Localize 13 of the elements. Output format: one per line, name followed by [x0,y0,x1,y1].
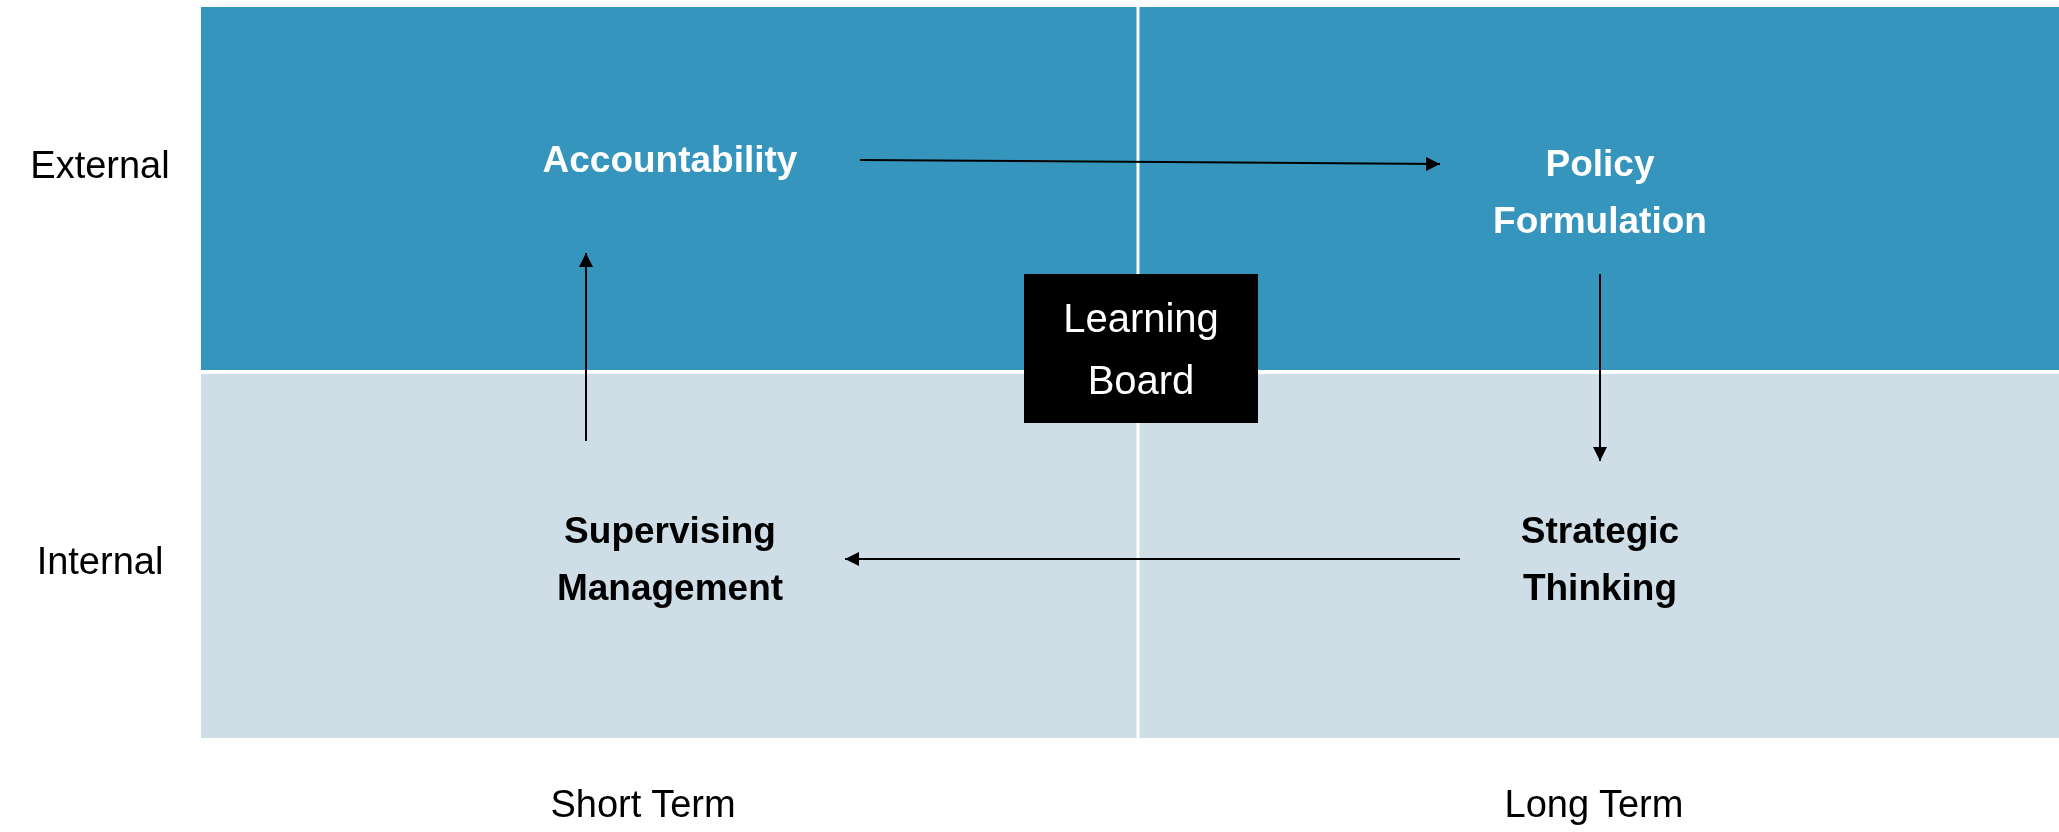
arrow [859,156,1441,171]
arrow [579,252,593,442]
column-label: Long Term [1504,782,1684,826]
quadrant-title: Supervising Management [495,441,845,677]
arrow [1593,273,1607,462]
arrow [844,552,1461,566]
row-label: External [30,143,170,187]
row-label: Internal [36,539,164,583]
column-label: Short Term [550,782,736,826]
quadrant-title: Accountability [480,67,860,253]
center-box: Learning Board [1024,274,1258,423]
quadrant-title: Strategic Thinking [1460,461,1740,657]
quadrant-title: Policy Formulation [1440,110,1760,274]
